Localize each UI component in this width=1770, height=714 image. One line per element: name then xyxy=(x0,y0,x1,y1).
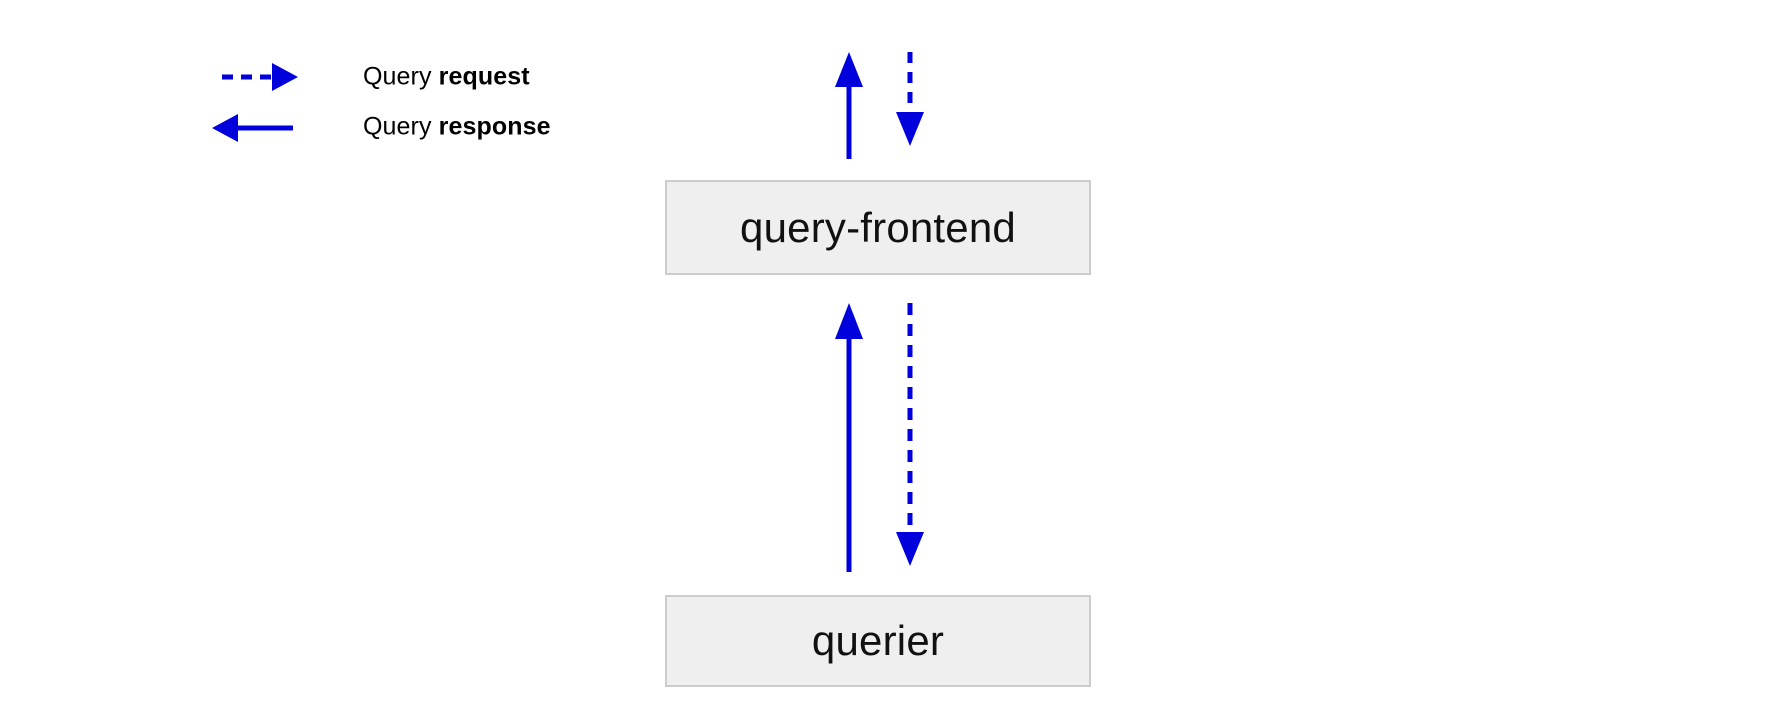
legend-item-query-response: Query response xyxy=(200,102,720,152)
solid-arrow-left-icon xyxy=(200,102,310,152)
node-query-frontend[interactable]: query-frontend xyxy=(665,180,1091,275)
legend-item-query-request: Query request xyxy=(200,52,720,102)
legend-label-query-request: Query request xyxy=(363,63,530,92)
legend-label-query-response: Query response xyxy=(363,113,551,142)
edge-ingress-request xyxy=(896,52,924,146)
legend-label-prefix: Query xyxy=(363,112,439,141)
edge-querier-to-frontend-response xyxy=(835,303,863,572)
legend-label-emphasis: response xyxy=(438,112,551,141)
dashed-arrow-right-icon xyxy=(200,52,310,102)
node-label-querier: querier xyxy=(811,617,945,664)
node-label-query-frontend: query-frontend xyxy=(740,203,1016,251)
node-querier[interactable]: querier xyxy=(665,595,1091,687)
legend-label-prefix: Query xyxy=(363,62,439,91)
edge-egress-response xyxy=(835,52,863,159)
edge-frontend-to-querier-request xyxy=(896,303,924,566)
legend-label-emphasis: request xyxy=(438,62,530,91)
legend: Query request Query response xyxy=(200,52,720,152)
